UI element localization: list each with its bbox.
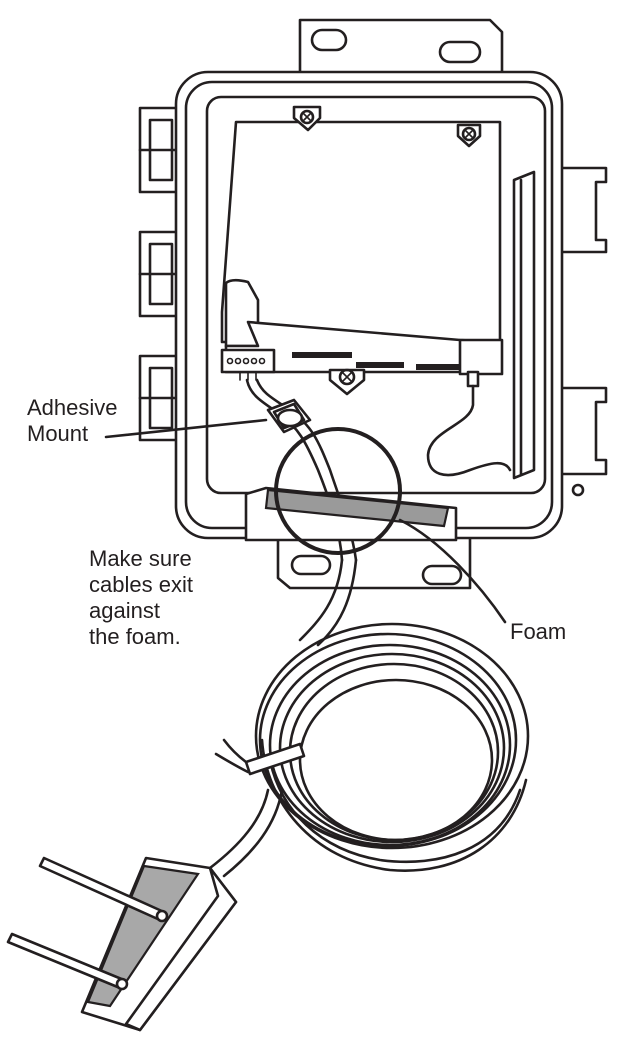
bottom-mounting-tab xyxy=(276,526,472,590)
cable-note-line-3: against xyxy=(89,598,160,623)
right-latches xyxy=(550,166,608,497)
antenna-bar xyxy=(512,170,536,480)
foam-strip xyxy=(244,486,458,542)
cable-note-line-4: the foam. xyxy=(89,624,181,649)
cable-note-line-1: Make sure xyxy=(89,546,192,571)
adhesive-mount xyxy=(266,398,312,434)
sensor-lead-cable xyxy=(208,788,284,878)
terminal-block xyxy=(220,348,276,381)
antenna-wire xyxy=(426,370,512,477)
leader-lines xyxy=(104,418,507,624)
adhesive-mount-label: Adhesive Mount xyxy=(27,395,118,447)
cable-note-label: Make sure cables exit against the foam. xyxy=(89,546,193,650)
adhesive-mount-label-line-1: Adhesive xyxy=(27,395,118,420)
cable-note-line-2: cables exit xyxy=(89,572,193,597)
logger-plate xyxy=(220,105,504,396)
cable-exit-highlight xyxy=(274,427,402,555)
cable-tie xyxy=(214,738,306,776)
soil-sensor xyxy=(6,856,238,1032)
adhesive-mount-label-line-2: Mount xyxy=(27,421,89,446)
foam-label: Foam xyxy=(510,619,567,644)
